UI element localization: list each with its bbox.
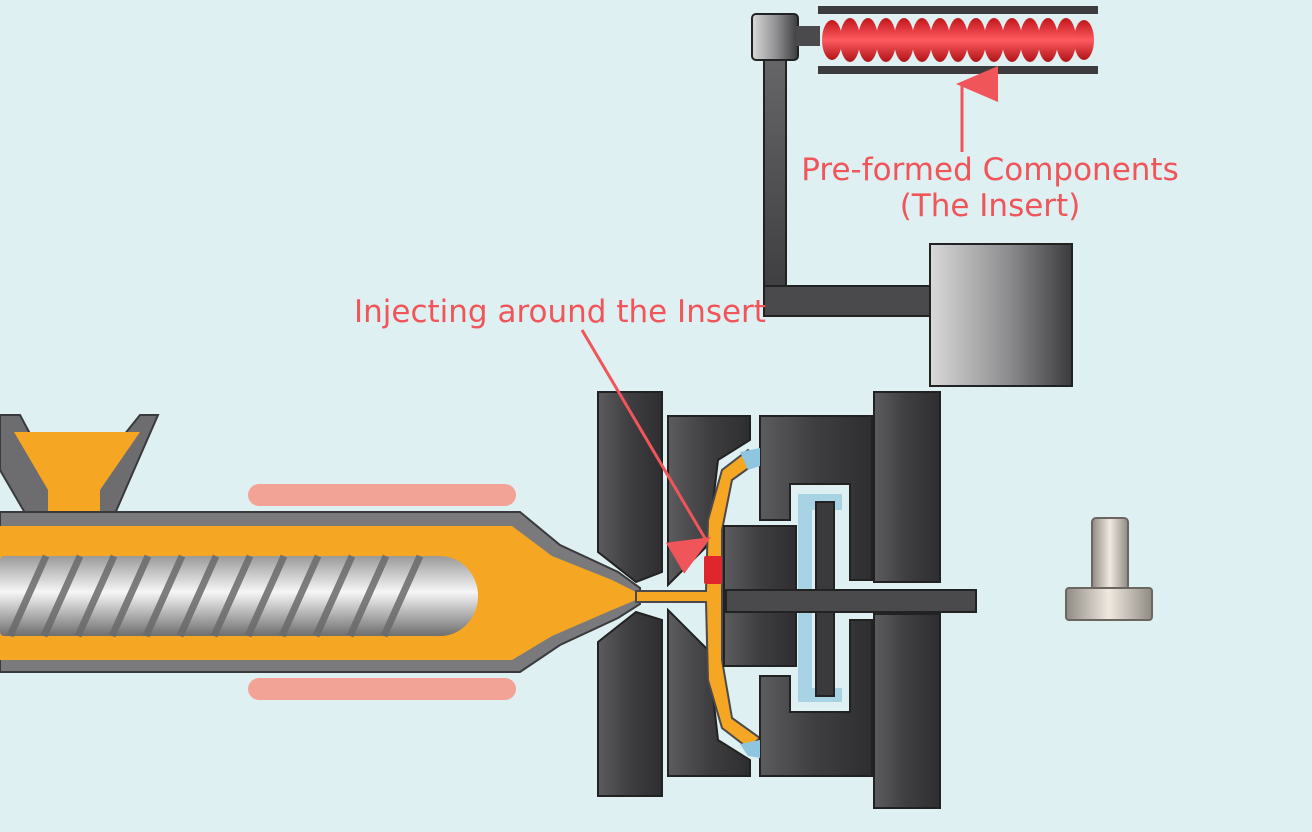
insert-magazine <box>818 6 1098 74</box>
insert-loader-arm <box>751 13 1073 387</box>
molded-part <box>635 448 762 750</box>
moving-mold-half <box>723 391 977 809</box>
heater-band-bottom <box>248 678 516 700</box>
insert-label-line1: Pre-formed Components <box>801 152 1179 188</box>
hopper <box>0 414 160 526</box>
finished-part <box>1065 517 1153 621</box>
insert-piece <box>704 556 722 584</box>
injection-label: Injecting around the Insert <box>354 294 766 330</box>
screw <box>0 554 478 638</box>
heater-band-top <box>248 484 516 506</box>
insert-label: Pre-formed Components (The Insert) <box>798 152 1182 224</box>
injection-pointer-arrow <box>580 329 712 574</box>
insert-label-line2: (The Insert) <box>899 188 1081 224</box>
